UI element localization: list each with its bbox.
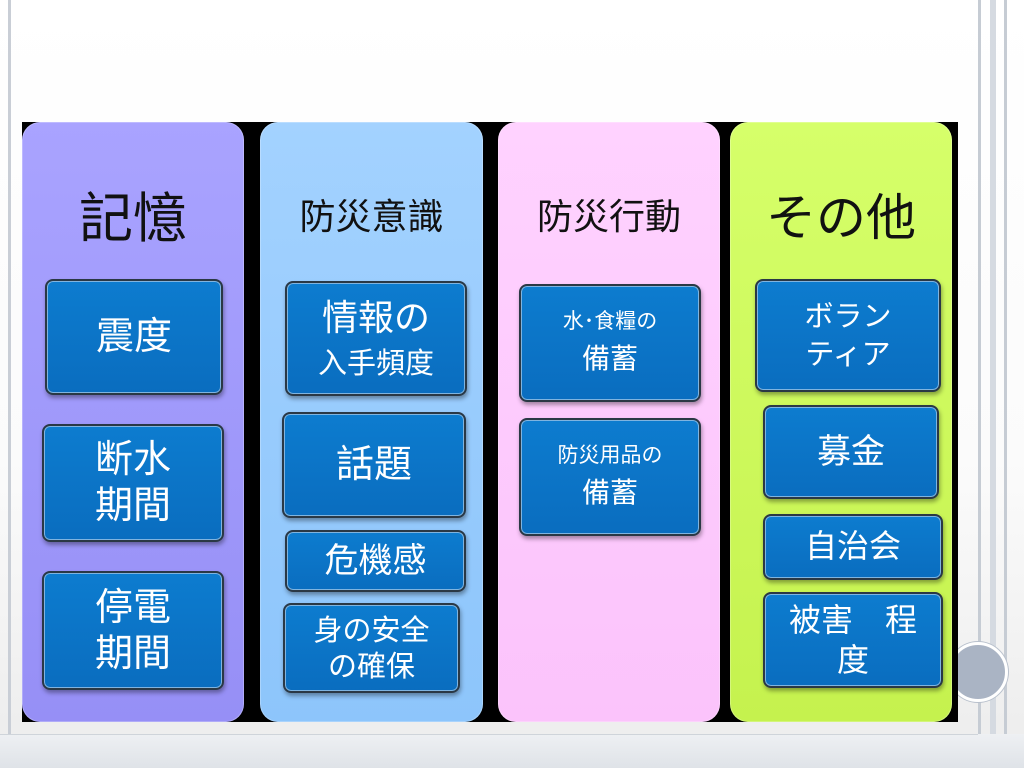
item-line: 情報の: [321, 297, 430, 339]
item-line: 度: [836, 641, 869, 679]
slide-frame-right-line: [978, 0, 981, 768]
item-box: 震度: [45, 279, 223, 395]
slide-frame-right-line-outer: [1004, 0, 1007, 768]
column-title: その他: [766, 189, 916, 247]
item-box: 防災用品の 備蓄: [519, 418, 701, 536]
item-line: 停電: [94, 584, 171, 629]
item-line: 断水: [94, 437, 171, 482]
slide-frame-left-line: [8, 0, 11, 768]
item-box: ボラン ティア: [755, 279, 941, 392]
item-line: 募金: [817, 431, 885, 472]
item-line: 入手頻度: [317, 345, 434, 380]
column-memory: 記憶 震度 断水 期間 停電 期間: [22, 122, 244, 722]
item-line: 被害 程: [788, 601, 917, 639]
slide-decorative-circle: [948, 642, 1008, 702]
column-disaster-awareness: 防災意識 情報の 入手頻度 話題 危機感 身の安全 の確保: [260, 122, 483, 722]
slide-frame-bottom-band: [0, 734, 1024, 768]
slide-frame-right-band: [990, 0, 996, 768]
item-line: ティア: [805, 336, 891, 371]
item-line: 震度: [95, 314, 172, 359]
item-box: 危機感: [285, 530, 466, 592]
column-other: その他 ボラン ティア 募金 自治会 被害 程 度: [730, 122, 952, 722]
column-title: 防災意識: [299, 197, 444, 238]
item-box: 水･食糧の 備蓄: [519, 284, 701, 402]
item-line: 自治会: [804, 527, 901, 566]
item-box: 断水 期間: [42, 424, 224, 542]
column-title: 防災行動: [536, 197, 681, 238]
slide-frame-bottom-line: [0, 734, 978, 735]
category-diagram: 記憶 震度 断水 期間 停電 期間 防災意識 情報の 入手頻度 話題 危機感 身…: [22, 122, 958, 722]
item-box: 停電 期間: [42, 571, 224, 690]
item-line: の確保: [327, 649, 415, 683]
item-line: 身の安全: [313, 612, 430, 647]
item-line: 期間: [94, 630, 171, 675]
item-line: 期間: [94, 483, 171, 527]
column-disaster-action: 防災行動 水･食糧の 備蓄 防災用品の 備蓄: [498, 122, 720, 722]
item-box: 自治会: [763, 514, 943, 580]
item-line: 危機感: [324, 540, 427, 581]
item-box: 身の安全 の確保: [283, 603, 460, 693]
item-box: 募金: [763, 405, 939, 499]
item-box: 話題: [282, 412, 466, 518]
item-box: 情報の 入手頻度: [285, 281, 467, 396]
item-box: 被害 程 度: [763, 592, 943, 688]
column-title: 記憶: [79, 187, 187, 250]
item-line: 備蓄: [581, 342, 638, 376]
item-line: 備蓄: [581, 476, 638, 510]
item-line: ボラン: [804, 298, 892, 333]
item-line: 話題: [335, 442, 412, 487]
item-line: 防災用品の: [557, 443, 663, 468]
item-line: 水･食糧の: [562, 309, 658, 334]
